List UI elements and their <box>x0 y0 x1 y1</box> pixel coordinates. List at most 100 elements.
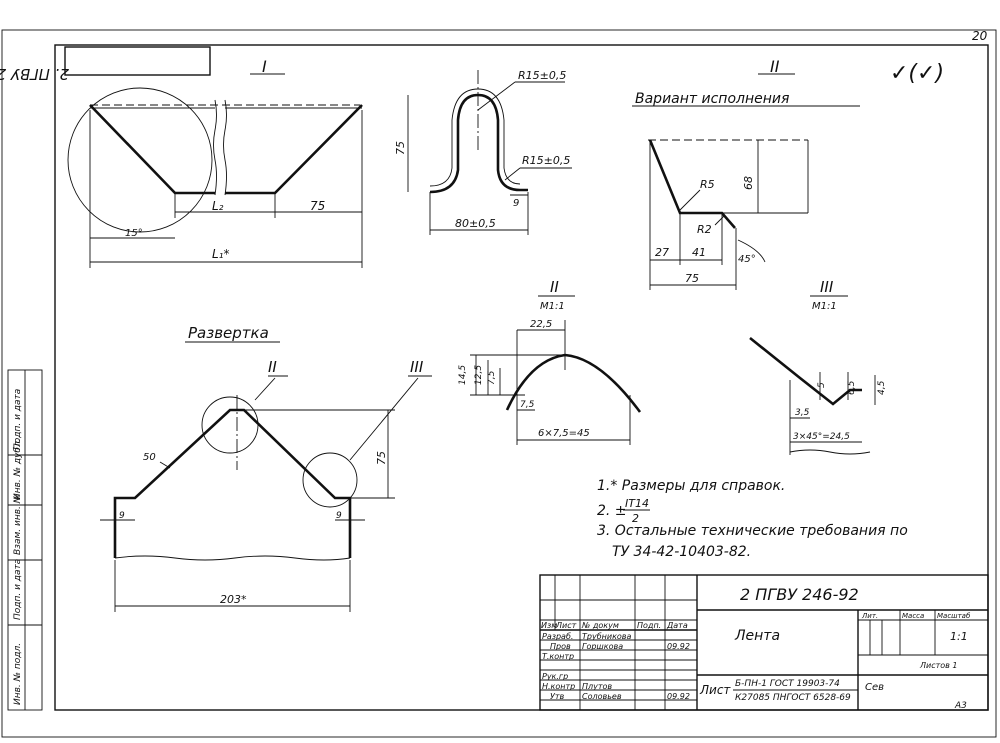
date-2: 09.92 <box>667 692 690 701</box>
detail2-75b: 7,5 <box>520 400 535 410</box>
header-podp: Подп. <box>637 621 661 630</box>
variant-27: 27 <box>655 246 669 259</box>
row-utv: Утв <box>550 692 565 701</box>
header-list: Лист <box>555 621 577 630</box>
variant-r5: R5 <box>700 178 715 191</box>
note-2-den: 2 <box>632 512 639 525</box>
view1-circle <box>67 87 213 233</box>
detail3-65: 6,5 <box>847 380 857 395</box>
note-3b: ТУ 34-42-10403-82. <box>612 544 751 560</box>
detail3-5: 5 <box>817 382 827 388</box>
bottom-page: А3 <box>954 701 967 711</box>
material-line-1: Б-ПН-1 ГОСТ 19903-74 <box>735 679 840 689</box>
view-1: I L₂ 75 L₁* 15° <box>67 57 363 268</box>
view2-label: II <box>770 57 780 76</box>
rotated-stamp: 2. ПГВУ 246-92 <box>0 65 69 83</box>
view1-dim-small: 15° <box>125 228 143 239</box>
scale-label: Масштаб <box>937 612 971 620</box>
detail3-35: 3,5 <box>795 408 810 418</box>
variant-label: Вариант исполнения <box>635 91 789 107</box>
corner-number: 20 <box>972 29 988 43</box>
razv-9a: 9 <box>119 511 125 521</box>
note-2-num: IT14 <box>625 497 649 510</box>
razvertka-label: Развертка <box>188 324 269 342</box>
razv-iii: III <box>410 358 424 376</box>
detail3-45: 4,5 <box>877 380 887 395</box>
view1-dim-75: 75 <box>310 199 325 213</box>
note-2-prefix: 2. ± <box>597 503 627 519</box>
profile-dim-9: 9 <box>513 198 519 209</box>
date-1: 09.92 <box>667 642 690 651</box>
detail2-125: 12,5 <box>474 365 484 385</box>
variant-75: 75 <box>685 272 699 285</box>
view1-dim-l2: L₂ <box>212 199 224 213</box>
profile-dim-80: 80±0,5 <box>455 217 496 230</box>
side-stamp: Инв. № подл. Подп. и дата Взам. инв. № И… <box>7 369 43 711</box>
profile-r15-mid: R15±0,5 <box>522 154 570 167</box>
profile-r15-top: R15±0,5 <box>518 69 566 82</box>
org: Сев <box>865 682 884 693</box>
note-1: 1.* Размеры для справок. <box>597 478 785 494</box>
title-block: 2 ПГВУ 246-92 Изм Лист № докум Подп. Дат… <box>539 574 989 711</box>
detail3-bottom: 3×45°=24,5 <box>793 432 850 442</box>
row-razrab: Разраб. <box>542 632 573 641</box>
sheet-label: Лист <box>699 683 731 697</box>
technical-notes: 1.* Размеры для справок. 2. ± IT14 2 3. … <box>597 478 908 560</box>
razvertka-view: Развертка II III 50 75 9 9 203* <box>100 324 432 612</box>
view1-dim-l1: L₁* <box>212 247 230 261</box>
header-data: Дата <box>666 621 688 630</box>
name-nkontr: Плутов <box>582 682 612 691</box>
variant-45: 45° <box>738 254 756 265</box>
side-stamp-c2: Подп. и дата <box>13 559 23 620</box>
detail2-75a: 7,5 <box>487 370 497 385</box>
rotated-stamp-box <box>64 46 211 76</box>
name-utv: Соловьев <box>582 692 622 701</box>
side-stamp-c5: Подп. и дата <box>13 389 23 450</box>
detail2-scale: М1:1 <box>540 301 565 312</box>
profile-view: R15±0,5 R15±0,5 75 80±0,5 9 <box>394 69 572 235</box>
razv-75: 75 <box>375 451 388 465</box>
note-3: 3. Остальные технические требования по <box>597 523 908 539</box>
scale-value: 1:1 <box>950 630 968 643</box>
outer-frame <box>1 29 997 738</box>
razv-ii: II <box>268 358 277 376</box>
variant-outline <box>648 139 736 229</box>
header-izm: Изм <box>541 621 557 630</box>
name-prov: Горшкова <box>582 642 623 651</box>
row-tkontr: Т.контр <box>542 652 574 661</box>
mass-label: Масса <box>902 612 924 620</box>
razv-circle-ii <box>201 396 259 454</box>
razv-circle-iii <box>302 452 358 508</box>
razv-9b: 9 <box>336 511 342 521</box>
detail3-label: III <box>820 278 834 296</box>
razv-50: 50 <box>143 452 156 463</box>
view-2-variant: II Вариант исполнения 68 R5 R2 27 41 45°… <box>632 57 860 290</box>
variant-41: 41 <box>692 246 706 259</box>
detail3-scale: М1:1 <box>812 301 837 312</box>
view1-left-outline <box>89 104 215 195</box>
detail2-145: 14,5 <box>458 365 468 385</box>
row-nkontr: Н.контр <box>542 682 575 691</box>
row-ruk: Рук.гр <box>542 672 568 681</box>
view1-right-outline <box>225 104 363 195</box>
header-doc: № докум <box>581 621 619 630</box>
material-line-2: К27085 ПНГОСТ 6528-69 <box>735 693 851 703</box>
profile-dim-75: 75 <box>394 141 407 155</box>
detail2-label: II <box>550 278 559 296</box>
row-prov: Пров <box>550 642 571 651</box>
detail2-225: 22,5 <box>530 319 552 330</box>
razvertka-outline <box>113 408 352 558</box>
roughness-symbol: ✓(✓) <box>890 61 944 86</box>
lit-label: Лит. <box>861 612 878 620</box>
inner-frame <box>54 44 989 711</box>
side-stamp-c3: Взам. инв. № <box>13 494 23 555</box>
side-stamp-c1: Инв. № подл. <box>13 643 23 705</box>
sheet-of: Листов 1 <box>919 661 958 670</box>
variant-68: 68 <box>742 176 755 190</box>
detail2-6x75: 6×7,5=45 <box>538 428 590 439</box>
detail3-outline <box>749 336 862 406</box>
name-razrab: Трубникова <box>582 632 632 641</box>
detail-2: II М1:1 22,5 14,5 12,5 7,5 7,5 6×7,5=45 <box>458 278 642 445</box>
side-stamp-c4: Инв. № дубл. <box>13 438 23 500</box>
